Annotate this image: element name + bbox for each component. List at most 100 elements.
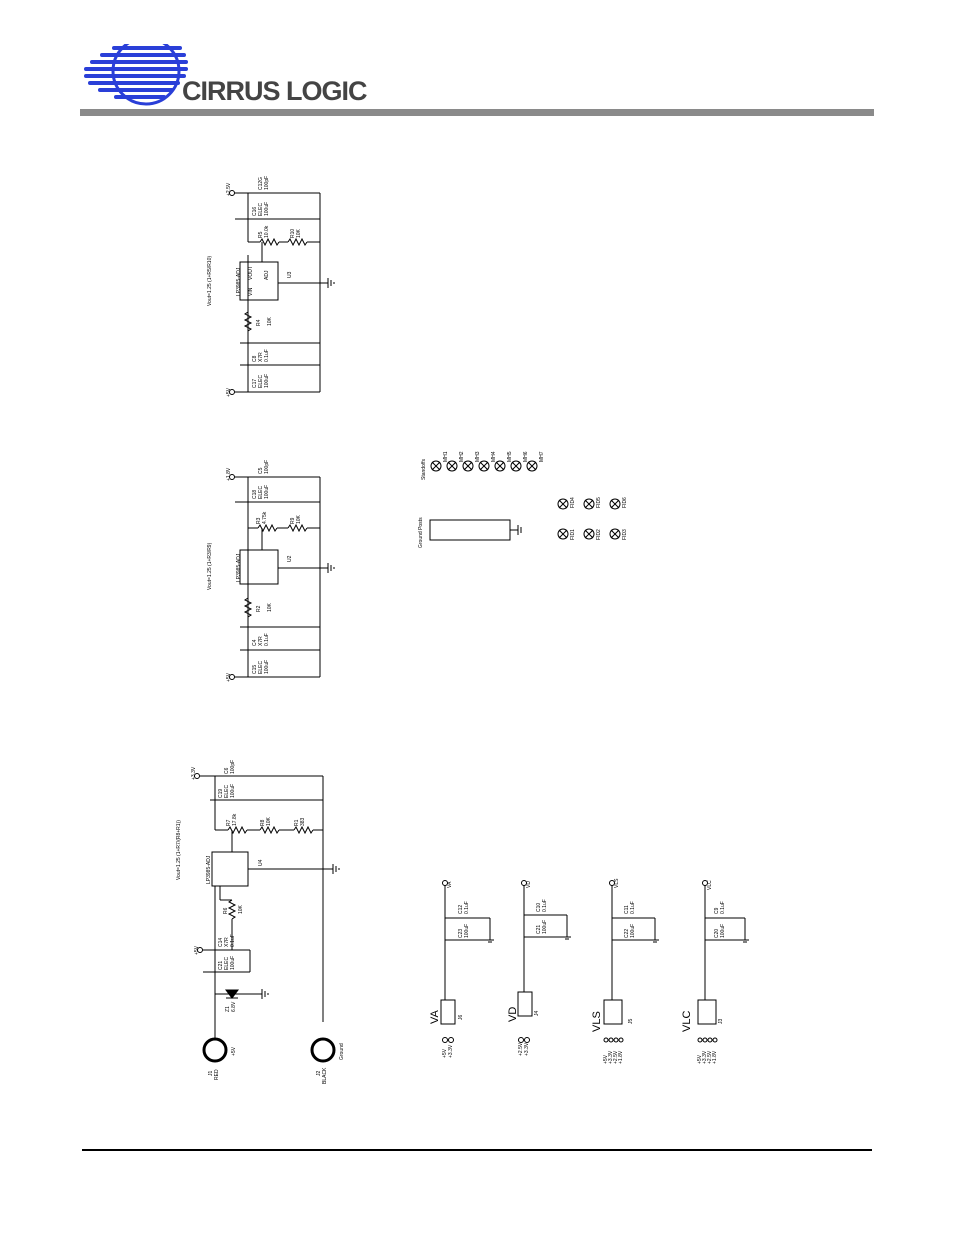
reg1-r4-val: 10K (267, 316, 273, 326)
reg3-c6-val: 100pF (230, 760, 236, 774)
vd-c21-ref: C21 (536, 925, 542, 934)
reg1-c17-ref: C17 (252, 379, 258, 388)
jack-black-net: Ground (339, 1043, 345, 1060)
vlc-opt-5v: +5V (697, 1054, 703, 1064)
reg2-r3-ref: R3 (256, 517, 262, 524)
reg3-r6-ref: R6 (223, 907, 229, 914)
vlc-net-label: VLC (707, 880, 713, 890)
vlc-c9-val: 0.1uF (720, 901, 726, 914)
supply-vlc (697, 885, 749, 1043)
company-name: CIRRUS LOGIC (182, 76, 368, 106)
vlc-c9-ref: C9 (714, 907, 720, 914)
vlc-c20-val: 100uF (720, 924, 726, 938)
vd-net-label: VD (526, 881, 532, 888)
reg1-ic-label: LP3985-ADJ (236, 267, 242, 296)
mh2-label: MH2 (459, 451, 465, 462)
reg1-r4-ref: R4 (256, 319, 262, 326)
va-c12-ref: C12 (458, 905, 464, 914)
reg1-c17-type: ELEC (258, 375, 264, 388)
reg1-c16-type: ELEC (258, 203, 264, 216)
mh5-label: MH5 (507, 451, 513, 462)
reg3-c14-type: X7R (224, 937, 230, 947)
reg2-c4-ref: C4 (252, 639, 258, 646)
vls-opt-3v3: +3.3V (608, 1050, 614, 1064)
standoffs-group (430, 460, 538, 472)
reg3-c21-type: ELEC (224, 957, 230, 970)
vls-c11-ref: C11 (624, 905, 630, 914)
reg1-c16-val: 100uF (264, 202, 270, 216)
jack-red-icon (202, 1037, 228, 1063)
reg1-c17-val: 100uF (264, 374, 270, 388)
reg3-r7-ref: R7 (226, 819, 232, 826)
reg2-c18-ref: C18 (252, 490, 258, 499)
logo-ring-icon (111, 44, 181, 106)
reg2-ic-label: LP3985-ADJ (236, 553, 242, 582)
fiducials-group (557, 498, 621, 540)
standoffs-label: Standoffs (421, 458, 427, 480)
vlc-opt-2v5: +2.5V (707, 1050, 713, 1064)
vlc-opt-3v3: +3.3V (702, 1050, 708, 1064)
reg3-c14-ref: C14 (218, 938, 224, 947)
supply-vd (517, 885, 571, 1043)
cirrus-logic-logo (84, 44, 188, 106)
va-opt-3v3: +3.3V (448, 1044, 454, 1058)
reg3-r6-val: 10K (238, 904, 244, 914)
reg1-c16-ref: C16 (252, 207, 258, 216)
reg1-ic-ref: U3 (287, 271, 293, 278)
va-net-label: VA (447, 881, 453, 888)
input-5v-terminal-2 (229, 674, 235, 680)
va-terminal (442, 880, 448, 886)
rail-3v3-terminal (194, 773, 200, 779)
vd-opt-3v3: +3.3V (524, 1042, 530, 1056)
reg3-ic-ref: U4 (258, 859, 264, 866)
reg3-c19-ref: C19 (218, 789, 224, 798)
ground-posts-label: Ground Posts (418, 517, 424, 548)
reg3-r1-ref: R1 (294, 819, 300, 826)
vls-terminal (609, 880, 615, 886)
reg1-formula: Vout=1.25 (1+R5/R10) (207, 256, 213, 306)
reg2-c18-val: 100uF (264, 485, 270, 499)
reg3-r7-val: 17.8k (232, 813, 238, 826)
reg1-rail-label: +2.5V (226, 182, 232, 196)
reg3-c21-val: 100uF (230, 956, 236, 970)
reg3-rail-label: +3.3V (191, 766, 197, 780)
vls-c22-val: 100uF (630, 924, 636, 938)
rail-2v5-terminal (229, 190, 235, 196)
va-ref: J6 (458, 1015, 464, 1021)
vd-ref: J4 (534, 1011, 540, 1017)
vlc-opt-1v8: +1.8V (712, 1050, 718, 1064)
ground-posts-group (429, 519, 522, 541)
reg1-c8-type: X7R (258, 352, 264, 362)
reg2-c15-type: ELEC (258, 661, 264, 674)
reg1-pin-vin: VIN (248, 287, 254, 296)
reg3-ic-label: LP3985-ADJ (206, 855, 212, 884)
vd-c10-val: 0.1uF (542, 899, 548, 912)
reg2-r9-val: 10K (296, 514, 302, 524)
reg2-c18-type: ELEC (258, 486, 264, 499)
regulator-1v8 (235, 476, 335, 678)
reg2-c5-val: 100pF (264, 460, 270, 474)
fid3-label: FID3 (622, 529, 628, 540)
reg2-rail-label: +1.8V (226, 467, 232, 481)
vls-c11-val: 0.1uF (630, 901, 636, 914)
mh7-label: MH7 (539, 451, 545, 462)
mh6-label: MH6 (523, 451, 529, 462)
vd-header-label: VD (507, 1007, 519, 1022)
reg2-r2-val: 10K (267, 602, 273, 612)
reg3-c19-type: ELEC (224, 785, 230, 798)
reg1-c12g-ref: C12G (258, 177, 264, 190)
vd-terminal (521, 880, 527, 886)
supply-vls (603, 885, 659, 1043)
reg2-ic-ref: U2 (287, 555, 293, 562)
reg1-r5-ref: R5 (258, 231, 264, 238)
fid5-label: FID5 (596, 497, 602, 508)
vlc-header-label: VLC (681, 1011, 693, 1032)
reg3-zener-ref: Z1 (225, 1006, 231, 1012)
reg3-input-label: +5V (194, 945, 200, 955)
reg3-c19-val: 100uF (230, 784, 236, 798)
va-header-label: VA (429, 1009, 441, 1024)
vls-c22-ref: C22 (624, 929, 630, 938)
mh4-label: MH4 (491, 451, 497, 462)
reg1-r10-val: 10K (296, 228, 302, 238)
